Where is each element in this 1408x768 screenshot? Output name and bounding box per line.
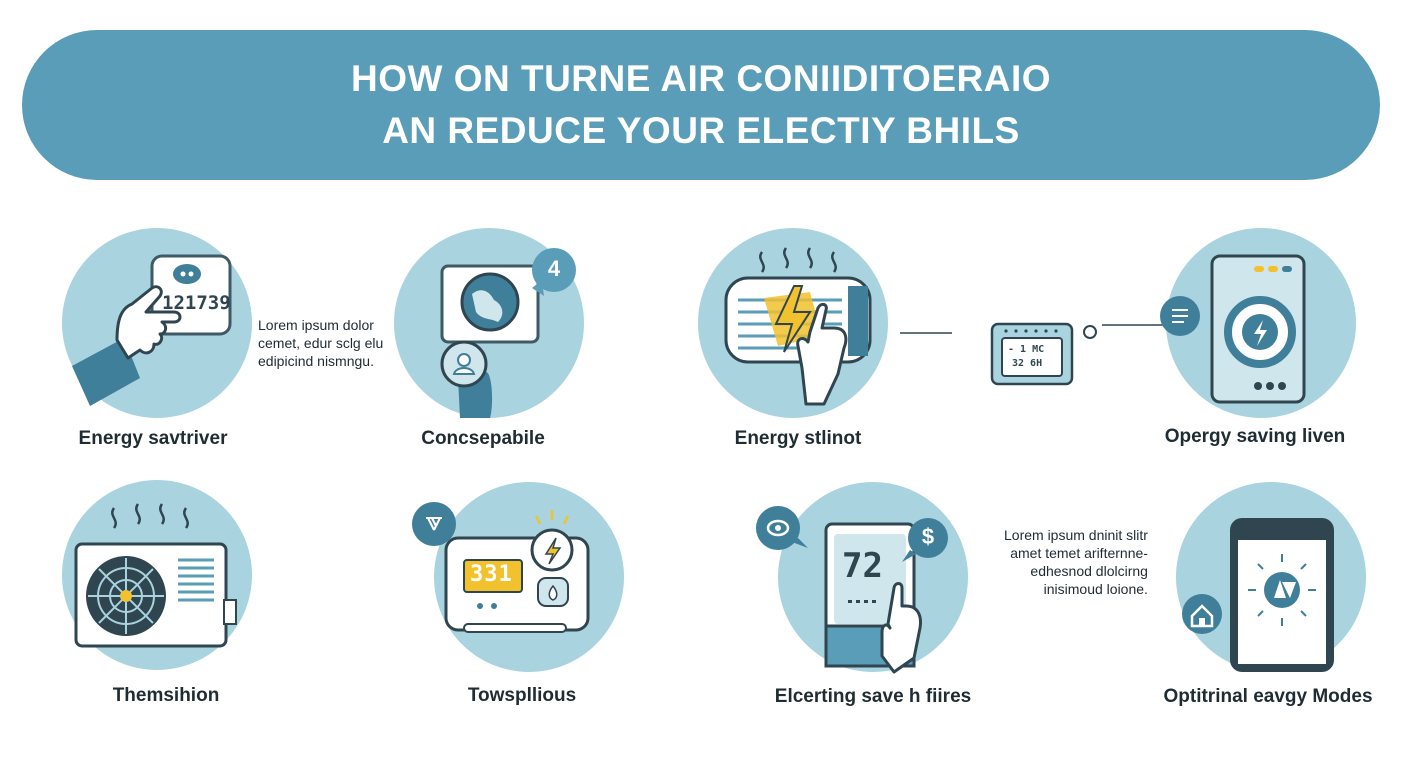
title-line-1: HOW ON TURNE AIR CONIIDITOERAIO [351, 58, 1051, 99]
tile-energy-stlinot [698, 228, 888, 418]
connector-line-2 [1083, 324, 1166, 339]
thermostat-display-icon [412, 482, 624, 672]
badge-number: 4 [547, 256, 561, 281]
title-line-2: AN REDUCE YOUR ELECTIY BHILS [382, 110, 1020, 151]
tile-energy-saver: 121739 [62, 228, 252, 418]
tile-themsihion [62, 480, 252, 670]
thermostat-readout: 121739 [162, 292, 231, 314]
caption-optitrinal: Optitrinal eavgy Modes [1163, 686, 1373, 707]
note-lorem-1: Lorem ipsum dolor cemet, edur sclg elu e… [258, 317, 384, 369]
remote-readout: 72 [842, 546, 883, 586]
mini-thermostat: - 1 MC 32 6H [990, 322, 1074, 386]
caption-energy-stlinot: Energy stlinot [734, 428, 862, 449]
caption-energy-saver: Energy savtriver [78, 428, 228, 449]
display-readout: 331 [470, 562, 513, 587]
title-banner: HOW ON TURNE AIR CONIIDITOERAIO AN REDUC… [22, 30, 1380, 180]
note-lorem-2: Lorem ipsum dninit slitr amet temet arif… [1004, 527, 1148, 597]
tile-elcerting: 72 $ [756, 482, 968, 674]
caption-opergy-saving: Opergy saving liven [1164, 426, 1346, 447]
dollar-badge: $ [921, 524, 935, 549]
phone-app-icon [1176, 482, 1366, 672]
smart-panel-icon [1160, 228, 1356, 418]
tile-optitrinal [1176, 482, 1366, 672]
ac-unit-lightning-icon [698, 228, 888, 418]
hand-thermostat-icon [62, 228, 252, 418]
caption-towspllious: Towspllious [467, 685, 577, 706]
caption-elcerting: Elcerting save h fiires [774, 686, 972, 707]
tile-opergy-saving [1160, 228, 1356, 418]
mini-readout-1: - 1 MC [1008, 344, 1045, 355]
tile-towspllious: 331 [412, 482, 624, 672]
caption-concsepabile: Concsepabile [421, 428, 545, 449]
mini-thermostat-icon [990, 322, 1074, 386]
caption-themsihion: Themsihion [112, 685, 220, 706]
mini-readout-2: 32 6H [1012, 358, 1043, 369]
globe-fan-icon [394, 228, 584, 418]
remote-thermostat-icon [756, 482, 968, 674]
connector-line-1 [900, 332, 952, 334]
tile-concsepabile: 4 [394, 228, 584, 418]
outdoor-unit-icon [62, 480, 252, 670]
